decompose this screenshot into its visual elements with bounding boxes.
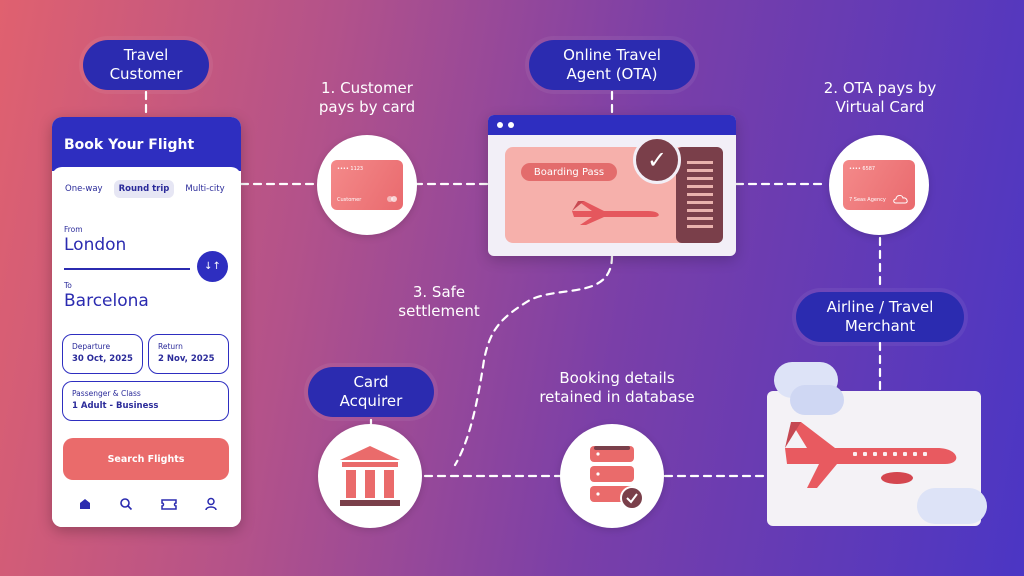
travel-customer-label: Travel Customer xyxy=(83,40,209,90)
to-label: To xyxy=(64,281,72,290)
home-icon[interactable] xyxy=(78,497,92,511)
ticket-icon[interactable] xyxy=(160,497,177,511)
cloud-icon xyxy=(893,195,908,204)
customer-card-circle: •••• 1123 Customer xyxy=(317,135,417,235)
profile-icon[interactable] xyxy=(204,497,218,511)
departure-field[interactable]: Departure 30 Oct, 2025 xyxy=(62,334,143,374)
ticket-stub xyxy=(676,147,723,243)
cloud-icon xyxy=(790,385,844,415)
passenger-label: Passenger & Class xyxy=(72,389,141,398)
cloud-icon xyxy=(917,488,987,524)
tab-one-way[interactable]: One-way xyxy=(65,184,103,194)
phone-booking-screen: Book Your Flight One-way Round trip Mult… xyxy=(52,117,241,527)
check-icon: ✓ xyxy=(633,136,681,184)
return-date: 2 Nov, 2025 xyxy=(158,354,215,364)
from-label: From xyxy=(64,225,83,234)
ota-label: Online Travel Agent (OTA) xyxy=(529,40,695,90)
return-field[interactable]: Return 2 Nov, 2025 xyxy=(148,334,229,374)
departure-label: Departure xyxy=(72,342,111,351)
phone-title: Book Your Flight xyxy=(52,117,241,171)
database-circle xyxy=(560,424,664,528)
card-acquirer-label: Card Acquirer xyxy=(308,367,434,417)
agency-card-name: 7 Seas Agency xyxy=(849,197,886,203)
step3-label: 3. Safe settlement xyxy=(398,283,480,320)
trip-type-tabs: One-way Round trip Multi-city xyxy=(60,180,230,198)
departure-date: 30 Oct, 2025 xyxy=(72,354,133,364)
airline-merchant-label: Airline / Travel Merchant xyxy=(796,292,964,342)
bank-circle xyxy=(318,424,422,528)
airplane-icon xyxy=(785,422,957,488)
customer-card-icon: •••• 1123 Customer xyxy=(331,160,403,210)
boarding-pass-label: Boarding Pass xyxy=(521,163,617,181)
tab-multi-city[interactable]: Multi-city xyxy=(185,184,225,194)
bank-icon xyxy=(340,446,400,506)
virtual-card-circle: •••• 6587 7 Seas Agency xyxy=(829,135,929,235)
from-city-field[interactable]: London xyxy=(64,235,127,255)
airplane-icon xyxy=(572,201,659,225)
step1-label: 1. Customer pays by card xyxy=(318,79,416,116)
passenger-value: 1 Adult - Business xyxy=(72,401,159,411)
window-titlebar xyxy=(488,115,736,135)
search-flights-button[interactable]: Search Flights xyxy=(63,438,229,480)
window-dot-icon xyxy=(497,122,503,128)
search-icon[interactable] xyxy=(119,497,133,511)
bottom-nav xyxy=(78,497,218,511)
database-icon xyxy=(590,446,644,510)
window-dot-icon xyxy=(508,122,514,128)
return-label: Return xyxy=(158,342,183,351)
step2-label: 2. OTA pays by Virtual Card xyxy=(823,79,937,116)
tab-round-trip[interactable]: Round trip xyxy=(113,180,175,198)
line-ota-acquirer xyxy=(453,254,614,467)
customer-card-name: Customer xyxy=(337,197,362,203)
passenger-class-field[interactable]: Passenger & Class 1 Adult - Business xyxy=(62,381,229,421)
booking-details-label: Booking details retained in database xyxy=(539,369,695,406)
virtual-card-icon: •••• 6587 7 Seas Agency xyxy=(843,160,915,210)
to-city-field[interactable]: Barcelona xyxy=(64,291,149,311)
ota-browser-window: Boarding Pass xyxy=(488,115,736,256)
swap-icon[interactable]: ↓↑ xyxy=(197,251,228,282)
phone-body: One-way Round trip Multi-city From Londo… xyxy=(52,167,241,527)
divider xyxy=(64,268,190,270)
